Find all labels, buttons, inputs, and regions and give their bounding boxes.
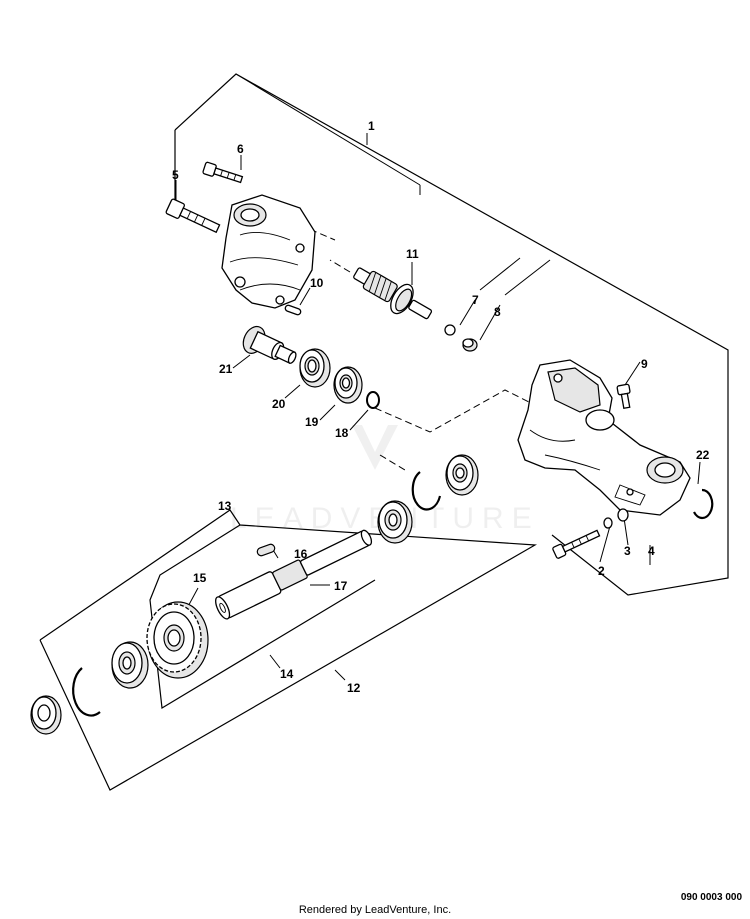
callout-19: 19 (305, 415, 319, 429)
part-shaft-bearing-upper (377, 500, 413, 544)
part-2-bolt (552, 529, 601, 559)
part-main-housing (517, 359, 691, 516)
part-8-plug (462, 338, 478, 352)
assembly-1-top-rail (235, 73, 421, 186)
part-21-pinion-shaft (242, 325, 297, 364)
callout-16: 16 (294, 547, 308, 561)
callout-13: 13 (218, 499, 232, 513)
callout-14: 14 (280, 667, 294, 681)
callout-3: 3 (624, 544, 631, 558)
callout-15: 15 (193, 571, 207, 585)
callout-21: 21 (219, 362, 233, 376)
callout-6: 6 (237, 142, 244, 156)
part-7-washer (444, 324, 456, 336)
part-19-bearing (333, 366, 363, 404)
callout-1: 1 (368, 119, 375, 133)
part-snap-ring-upper (411, 471, 442, 511)
part-18-snap-ring (366, 391, 380, 409)
assembly-13-frame (149, 524, 376, 709)
callout-22: 22 (696, 448, 710, 462)
part-15-spur-gear (146, 601, 209, 679)
callout-4: 4 (648, 544, 655, 558)
part-snap-ring-lower (72, 667, 101, 717)
callout-18: 18 (335, 426, 349, 440)
part-20-bearing (299, 348, 331, 388)
callout-2: 2 (598, 564, 605, 578)
callout-labels: 1 2 3 4 5 6 7 8 9 10 11 12 13 14 15 16 1… (172, 119, 710, 695)
callout-5: 5 (172, 168, 179, 182)
part-4-washer (617, 508, 629, 522)
part-bearing-seal-upper (445, 454, 479, 496)
callout-20: 20 (272, 397, 286, 411)
drawing-number: 090 0003 000 (680, 892, 742, 903)
part-16-key (256, 543, 276, 557)
callout-7: 7 (472, 293, 479, 307)
part-3-lock-washer (603, 517, 613, 529)
part-housing-cover (221, 194, 316, 309)
callout-9: 9 (641, 357, 648, 371)
part-6-bolt (202, 161, 244, 184)
callout-17: 17 (334, 579, 348, 593)
part-seal-lower (30, 695, 62, 735)
callout-8: 8 (494, 305, 501, 319)
part-17-output-shaft (215, 529, 373, 620)
callout-11: 11 (406, 247, 419, 261)
part-22-snap-ring (693, 488, 714, 520)
part-5-bolt (165, 198, 221, 234)
part-9-screw (616, 383, 631, 410)
credit-text: Rendered by LeadVenture, Inc. (298, 904, 452, 916)
callout-10: 10 (310, 276, 324, 290)
assembly-12-frame (39, 509, 538, 791)
part-11-worm-shaft (353, 267, 433, 320)
callout-12: 12 (347, 681, 361, 695)
part-shaft-bearing-lower (111, 641, 149, 689)
leader-lines (175, 133, 701, 681)
part-10-pin (284, 304, 302, 316)
assembly-1-frame (174, 73, 729, 596)
